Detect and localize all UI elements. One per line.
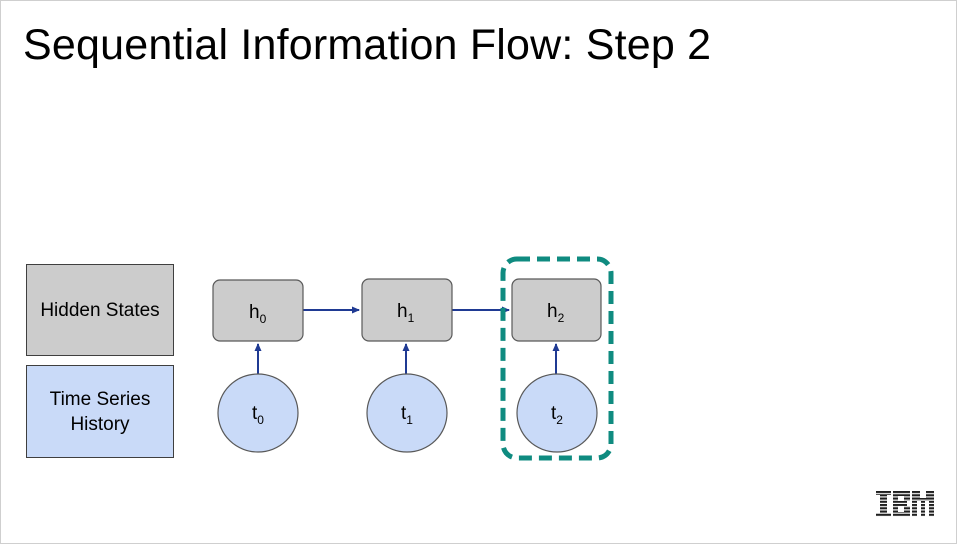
hidden-state-label-0: h0 (249, 302, 267, 326)
time-step-circle-1 (366, 373, 448, 453)
legend-time-series-label-line2: History (70, 413, 130, 435)
time-step-circle-2 (516, 373, 598, 453)
time-step-circle-0 (217, 373, 299, 453)
hidden-state-box-1 (361, 278, 453, 342)
page-title: Sequential Information Flow: Step 2 (23, 21, 712, 69)
time-step-label-1: t1 (401, 403, 413, 427)
hidden-state-box-0 (212, 279, 304, 342)
hidden-state-label-2: h2 (547, 301, 565, 325)
legend-hidden-states-label: Hidden States (40, 299, 160, 321)
ibm-logo-icon (875, 491, 935, 517)
legend-time-series-label-line1: Time Series (49, 388, 151, 410)
time-step-label-2: t2 (551, 403, 563, 427)
hidden-state-label-1: h1 (397, 301, 415, 325)
legend-time-series-history: Time Series History (26, 365, 174, 458)
legend-hidden-states: Hidden States (26, 264, 174, 356)
current-step-highlight (500, 256, 614, 461)
time-step-label-0: t0 (252, 403, 264, 427)
hidden-state-box-2 (511, 278, 602, 342)
